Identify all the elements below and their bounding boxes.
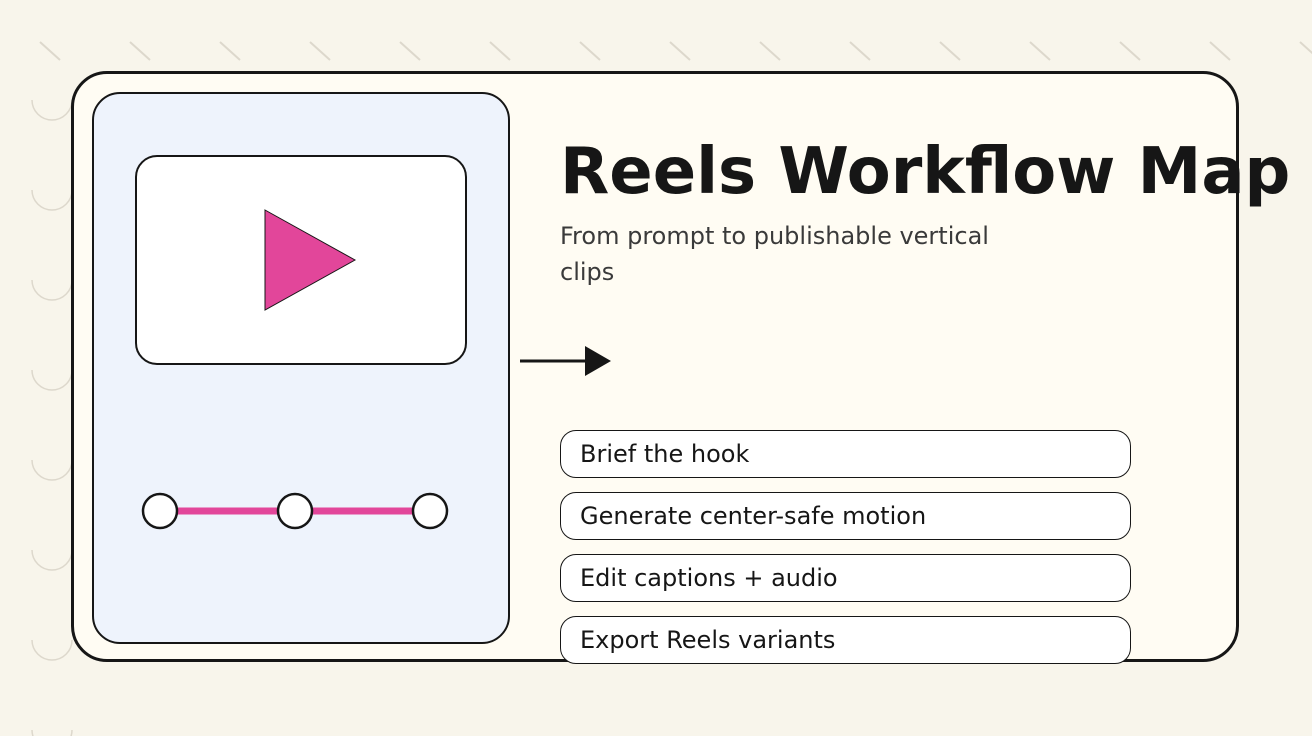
step-export-variants: Export Reels variants	[560, 616, 1131, 664]
step-generate-motion: Generate center-safe motion	[560, 492, 1131, 540]
step-edit-captions: Edit captions + audio	[560, 554, 1131, 602]
page-title: Reels Workflow Map	[560, 135, 1291, 209]
step-brief-hook: Brief the hook	[560, 430, 1131, 478]
workflow-steps: Brief the hook Generate center-safe moti…	[560, 430, 1131, 678]
page-subtitle: From prompt to publishable vertical clip…	[560, 222, 989, 286]
video-preview-frame	[135, 155, 467, 365]
